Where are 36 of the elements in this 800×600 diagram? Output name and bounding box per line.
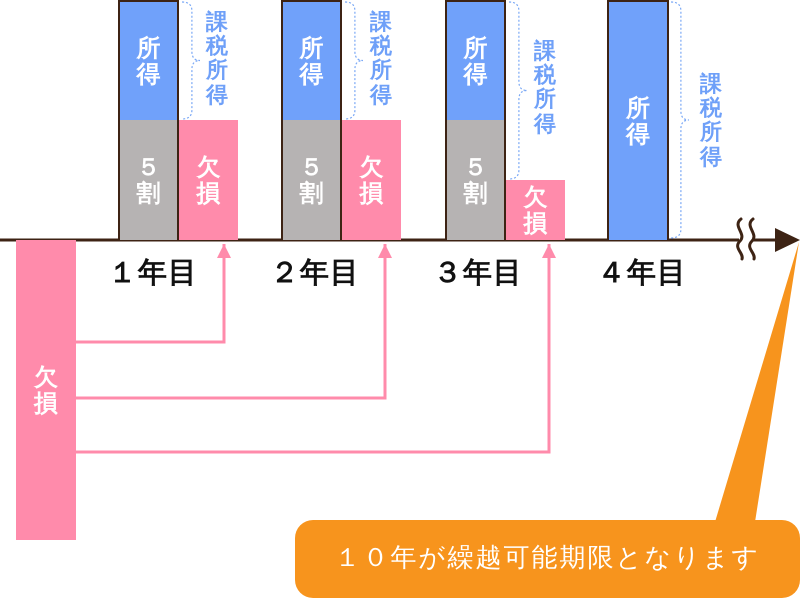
half-share-bar: [118, 120, 179, 240]
callout-text: １０年が繰越可能期限となります: [334, 543, 760, 575]
year-label: ２年目: [270, 257, 360, 289]
bar-label: ５割: [136, 154, 160, 206]
bar-label: 欠損: [360, 154, 384, 206]
loss-bar: [342, 120, 401, 240]
bar-label: 所得: [626, 94, 650, 148]
income-bar: [607, 0, 669, 240]
taxable-income-label: 課税所得: [370, 11, 392, 108]
loss-bar: [179, 120, 238, 240]
year-label: ４年目: [597, 257, 687, 289]
half-share-bar: [281, 120, 342, 240]
taxable-income-label: 課税所得: [206, 11, 228, 108]
year-label: ３年目: [433, 257, 523, 289]
taxable-income-label: 課税所得: [700, 73, 722, 170]
bar-label: ５割: [300, 154, 324, 206]
callout-bubble: [295, 520, 800, 598]
loss-bar: [506, 180, 565, 240]
arrow: [76, 244, 392, 400]
bar-label: 欠損: [196, 154, 220, 206]
bar-label: 欠損: [34, 364, 58, 416]
half-share-bar: [445, 120, 506, 240]
bar-label: 所得: [464, 34, 488, 88]
income-bar: [118, 0, 179, 120]
taxable-income-label: 課税所得: [534, 40, 556, 137]
year-label: １年目: [108, 257, 198, 289]
arrow: [76, 244, 556, 454]
carried-loss-bar: [16, 240, 76, 540]
income-bar: [281, 0, 342, 120]
bar-label: 所得: [136, 34, 160, 88]
income-bar: [445, 0, 506, 120]
arrow: [76, 244, 231, 344]
bar-label: 欠損: [524, 184, 548, 236]
bar-label: ５割: [464, 154, 488, 206]
callout-pointer: [715, 242, 799, 522]
bar-label: 所得: [300, 34, 324, 88]
